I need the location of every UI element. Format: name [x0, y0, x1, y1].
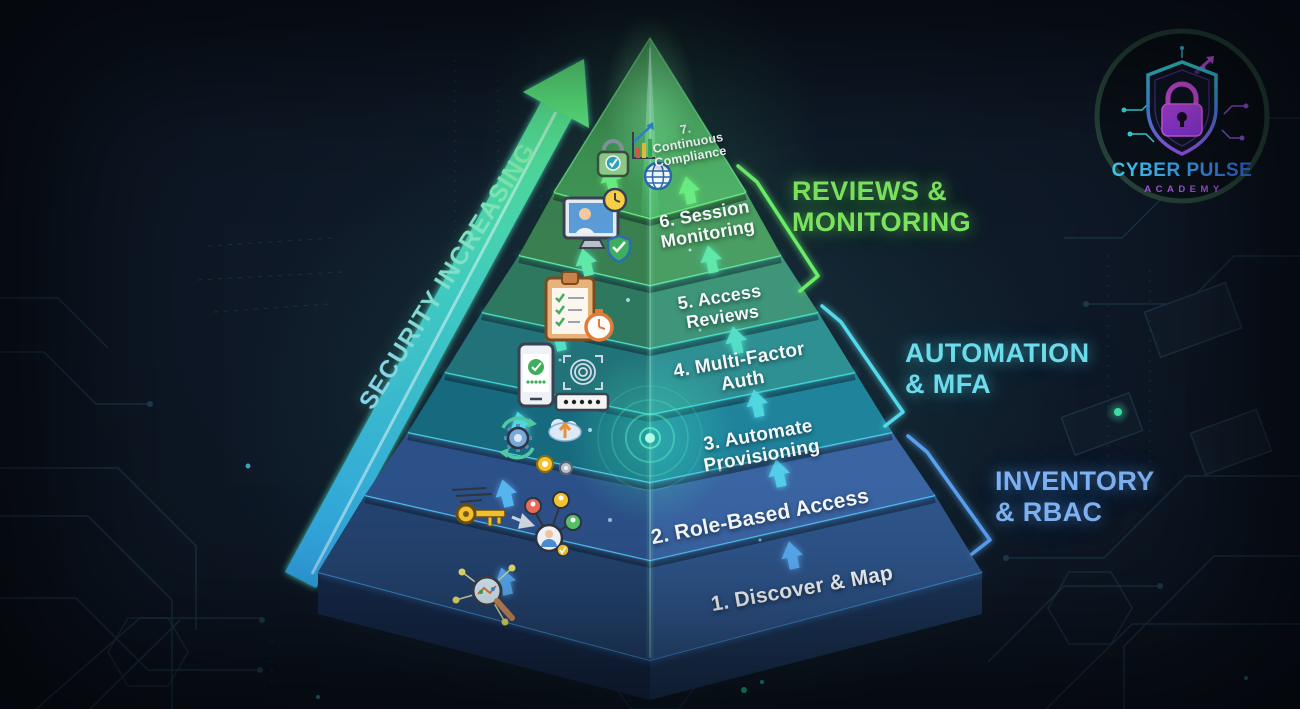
gear-icon: [504, 424, 532, 452]
logo-padlock-icon: [1161, 81, 1203, 137]
bracket-inventory-rbac: [906, 434, 992, 556]
logo-shield-inner: [1154, 69, 1210, 147]
fingerprint-icon: [563, 355, 603, 390]
logo-subtitle-text: ACADEMY: [1144, 184, 1224, 195]
security-increasing-arrow: [285, 59, 589, 588]
gears-icon: [536, 455, 573, 475]
logo-circuit-decoration: [1121, 46, 1249, 143]
globe-icon: [643, 161, 673, 191]
monitor-user-icon: [562, 196, 620, 249]
password-field-icon: [554, 392, 610, 412]
cloud-upload-icon: [548, 419, 582, 442]
phone-verified-icon: [517, 342, 555, 408]
user-group-icon: [524, 491, 582, 553]
lock-check-icon: [596, 139, 630, 178]
checklist-clipboard-icon: [544, 271, 596, 342]
bracket-automation-mfa: [820, 304, 905, 428]
logo-ring: [1094, 28, 1270, 204]
group-label-automation-mfa: AUTOMATION & MFA: [905, 338, 1090, 399]
key-icon: [451, 487, 506, 527]
shield-check-icon: [606, 234, 632, 264]
circuit-pads: [147, 301, 1163, 673]
clock-icon: [602, 187, 628, 213]
check-badge-icon: [556, 543, 570, 557]
group-label-inventory-rbac: INVENTORY & RBAC: [995, 466, 1155, 527]
glow-dots: [245, 400, 1248, 699]
arrow-right-icon: [511, 513, 536, 529]
growth-chart-icon: [632, 122, 655, 159]
sync-arrows-icon: [499, 416, 537, 460]
cyber-pulse-academy-logo: CYBER PULSE ACADEMY: [1092, 26, 1272, 206]
stopwatch-icon: [584, 309, 614, 342]
network-discovery-magnifier-icon: [452, 564, 516, 626]
logo-brand-text: CYBER PULSE: [1112, 160, 1253, 181]
group-label-reviews-monitoring: REVIEWS & MONITORING: [792, 176, 971, 237]
bracket-reviews-monitoring: [736, 164, 820, 293]
sparkles: [558, 248, 762, 542]
circuit-traces: [0, 117, 1300, 709]
